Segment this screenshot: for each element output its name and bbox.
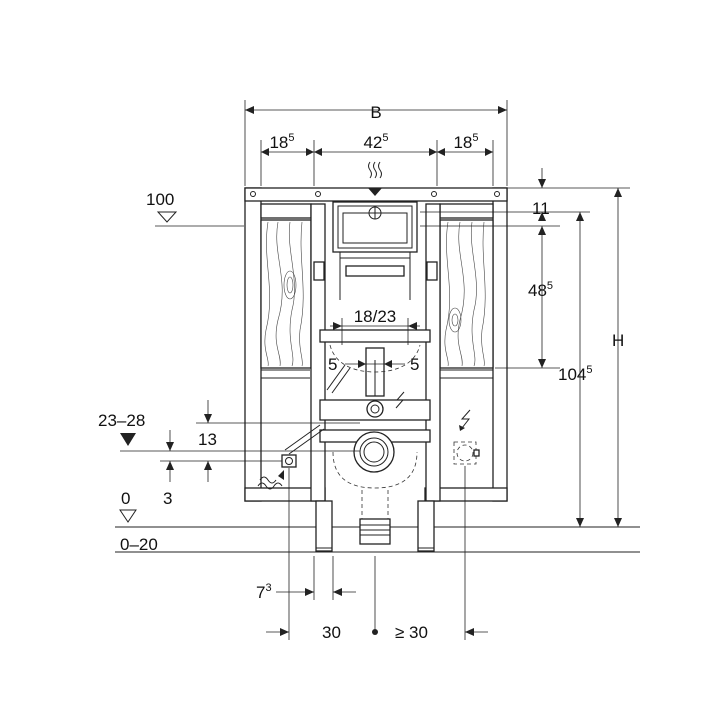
label-total-height: H bbox=[612, 331, 624, 350]
label-level-23-28: 23–28 bbox=[98, 411, 145, 430]
water-supply-icon bbox=[368, 161, 382, 196]
label-offset-5-right: 5 bbox=[410, 355, 419, 374]
diagonal-brace bbox=[284, 364, 351, 455]
label-offset-30: 30 bbox=[322, 623, 341, 642]
cistern bbox=[332, 201, 418, 300]
electrical-icon bbox=[459, 409, 471, 431]
label-level-0-20: 0–20 bbox=[120, 535, 158, 554]
top-rail-left bbox=[260, 203, 312, 219]
label-level-3: 3 bbox=[163, 489, 172, 508]
top-rail-right bbox=[439, 203, 494, 219]
label-top-gap: 11 bbox=[532, 199, 550, 218]
wood-panel-right bbox=[439, 219, 494, 369]
label-offset-73: 73 bbox=[256, 582, 272, 602]
floor-level-icon bbox=[119, 509, 137, 523]
label-level-0: 0 bbox=[121, 489, 130, 508]
label-right-side: 185 bbox=[453, 132, 478, 152]
dimension-width-b bbox=[244, 100, 508, 186]
label-offset-ge30: ≥ 30 bbox=[395, 623, 428, 642]
dimension-left-levels bbox=[120, 400, 360, 482]
electrical-box bbox=[453, 441, 480, 465]
label-frame-height: 1045 bbox=[558, 364, 593, 384]
label-level-100: 100 bbox=[146, 190, 174, 209]
floor-level-icon bbox=[155, 211, 244, 227]
label-center-width: 425 bbox=[363, 132, 388, 152]
label-level-13: 13 bbox=[198, 430, 217, 449]
label-mid-height: 485 bbox=[528, 280, 553, 300]
dimension-sections bbox=[260, 140, 494, 186]
wood-panel-left bbox=[260, 219, 312, 369]
label-spacing-1823: 18/23 bbox=[354, 307, 397, 326]
flush-pipe bbox=[329, 344, 421, 418]
waste-outlet bbox=[332, 431, 418, 545]
water-connection bbox=[257, 454, 297, 490]
dimension-right-vertical bbox=[420, 168, 630, 527]
label-left-side: 185 bbox=[269, 132, 294, 152]
dimension-pipe-spacing bbox=[330, 318, 420, 368]
label-width-b: B bbox=[370, 103, 381, 122]
label-offset-5-left: 5 bbox=[328, 355, 337, 374]
dimension-bottom bbox=[266, 466, 488, 640]
electrical-icon bbox=[395, 391, 405, 409]
